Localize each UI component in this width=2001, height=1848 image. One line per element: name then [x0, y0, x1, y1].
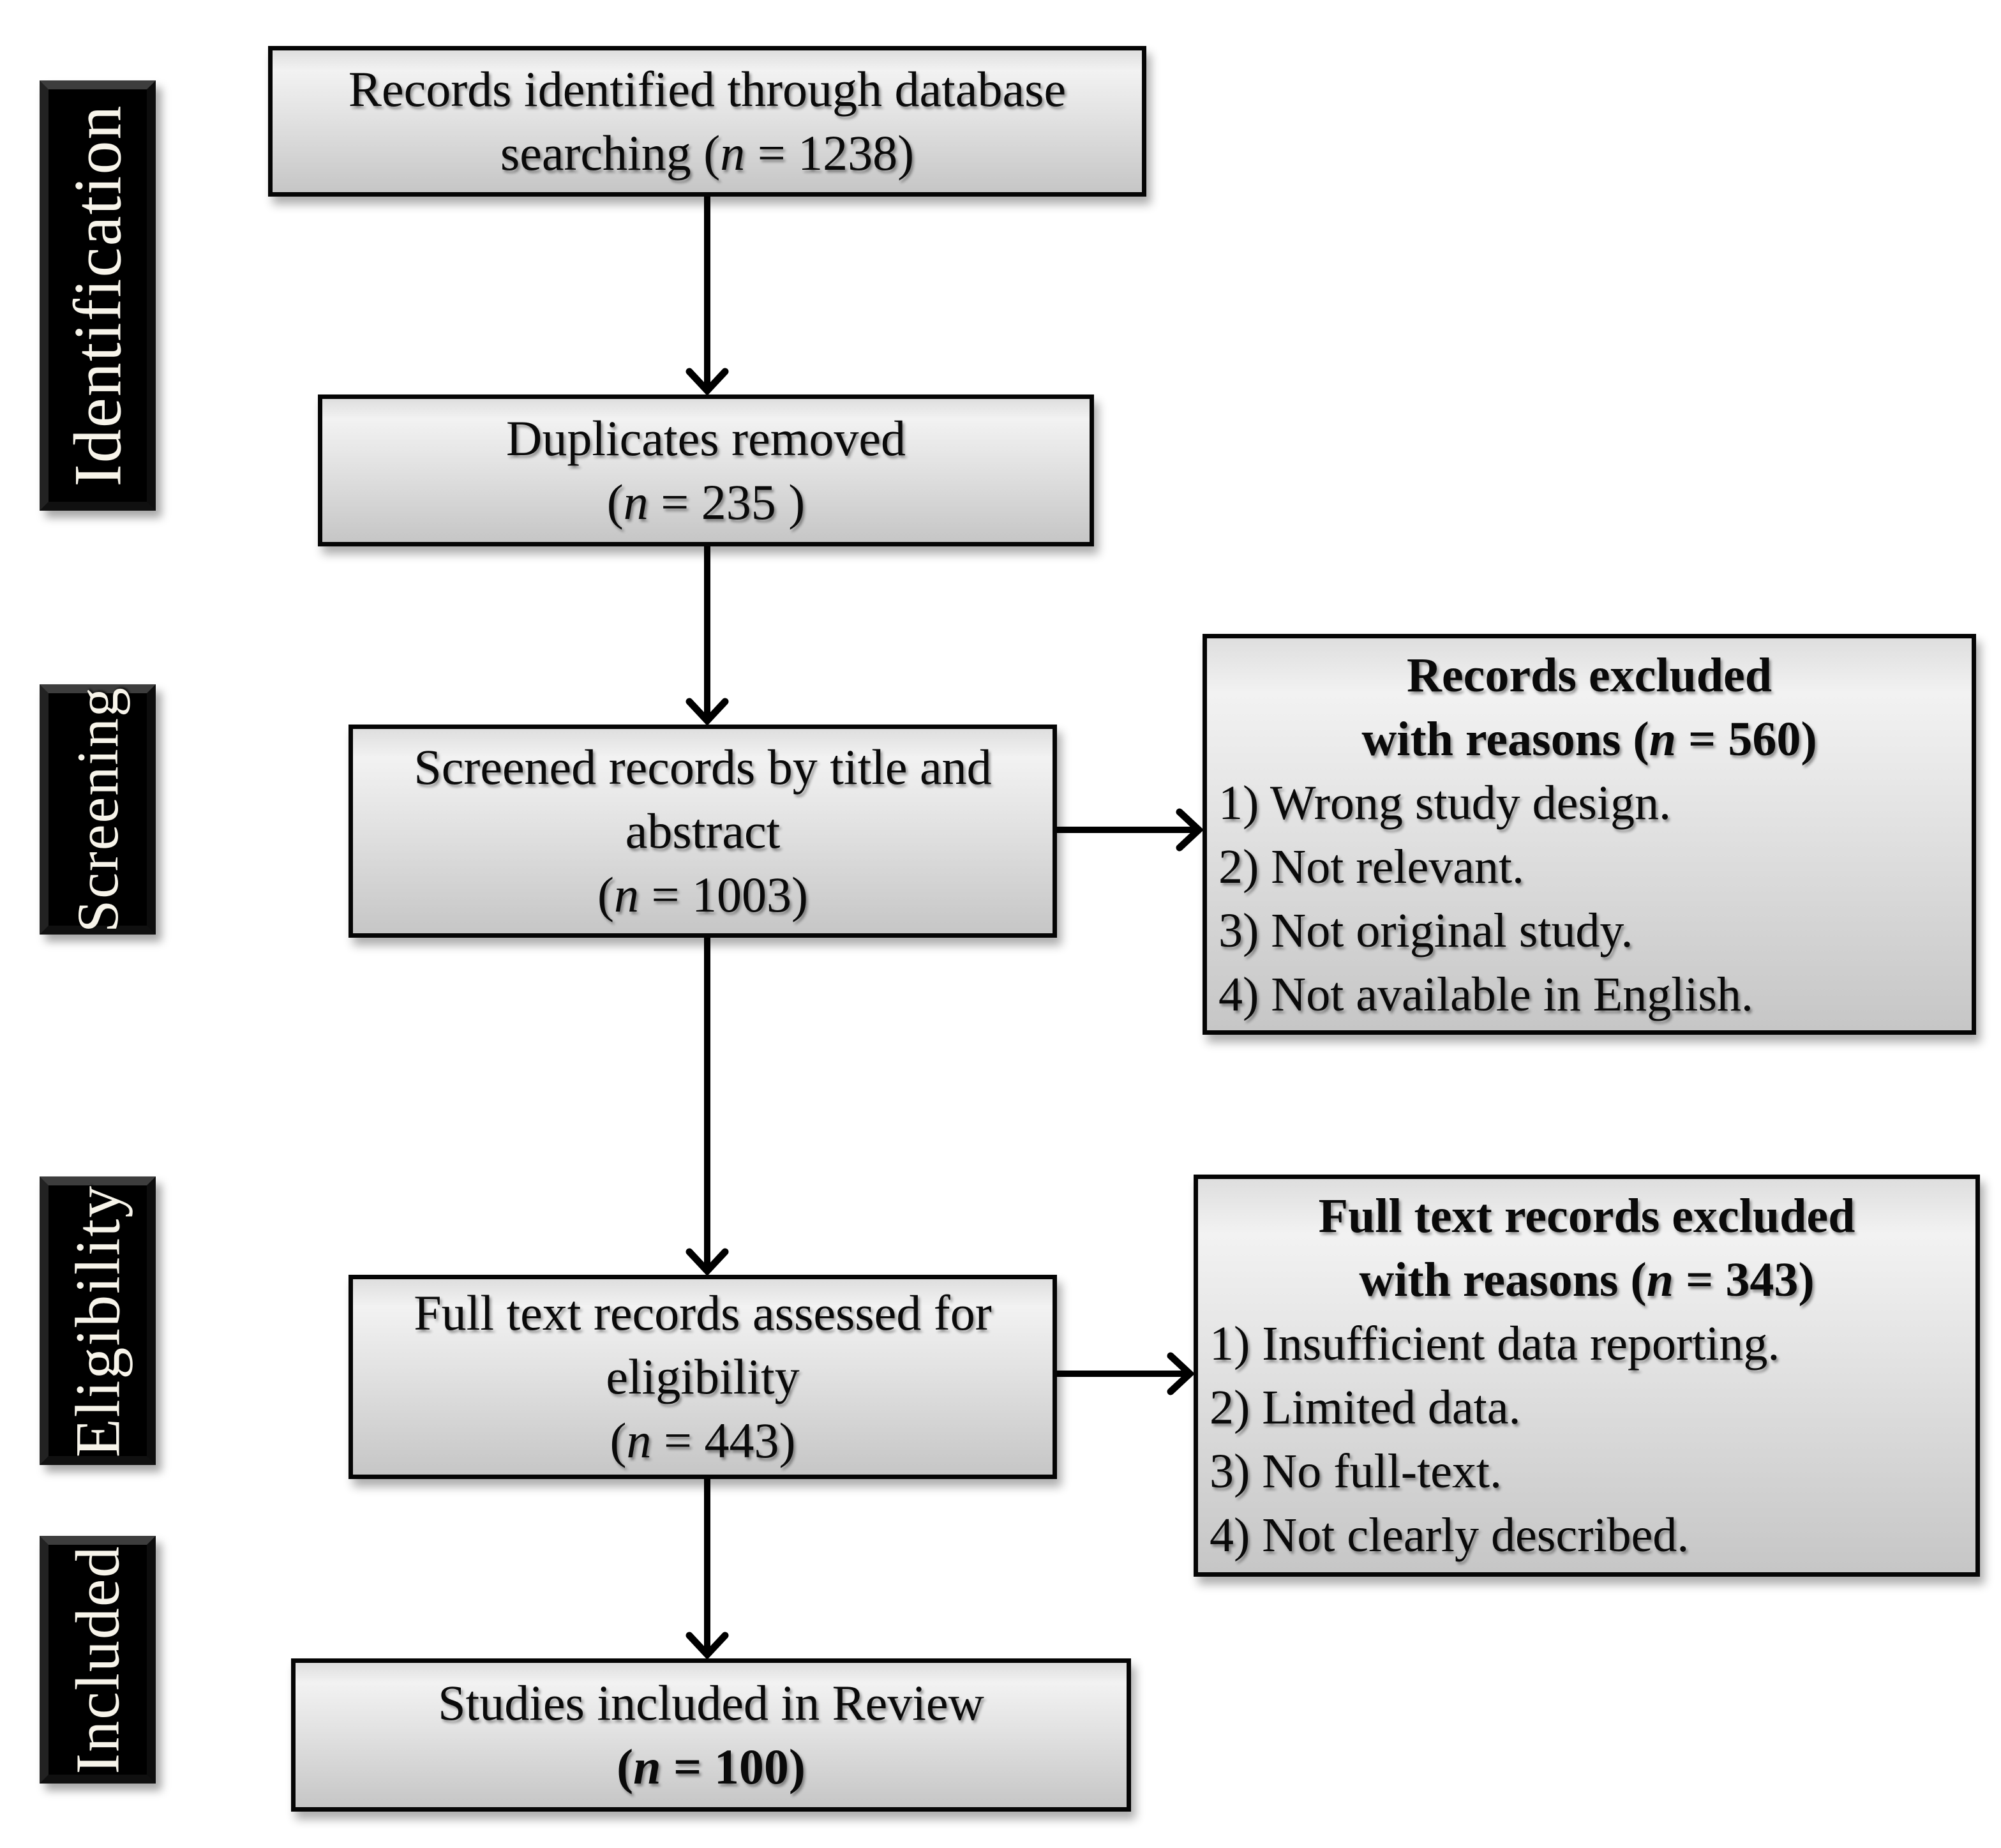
flow-box-text-line: Full text records assessed for — [414, 1281, 991, 1345]
text-segment: Full text records excluded — [1318, 1189, 1855, 1243]
flow-box-text-line: abstract — [626, 799, 781, 863]
text-segment: = 560) — [1676, 712, 1817, 766]
n-variable: n — [720, 125, 746, 181]
text-segment: eligibility — [606, 1349, 800, 1404]
flow-box-text-line: Records identified through database — [348, 57, 1066, 121]
exclusion-reason-list: 1) Wrong study design. 2) Not relevant. … — [1218, 771, 1960, 1026]
text-segment: = 343) — [1674, 1253, 1815, 1307]
text-segment: ( — [606, 474, 624, 530]
text-segment: with reasons ( — [1361, 712, 1649, 766]
exclusion-header-line: Full text records excluded — [1210, 1184, 1964, 1248]
exclusion-reason-item: 4) Not clearly described. — [1210, 1508, 1690, 1562]
n-variable: n — [626, 1413, 652, 1468]
text-segment: = 443) — [651, 1413, 796, 1468]
text-segment: Screened records by title and — [414, 739, 992, 795]
exclusion-box-header: Records excluded with reasons (n = 560) — [1218, 643, 1960, 771]
stage-label-screening: Screening — [40, 684, 156, 935]
flow-box-records-identified: Records identified through database sear… — [268, 46, 1146, 197]
text-segment: Studies included in Review — [438, 1675, 984, 1731]
stage-label-text: Eligibility — [62, 1184, 133, 1457]
exclusion-reason-item: 1) Wrong study design. — [1218, 776, 1672, 830]
flow-box-text-line: (n = 443) — [610, 1409, 796, 1473]
text-segment: Records identified through database — [348, 61, 1067, 117]
flow-box-text-line: searching (n = 1238) — [500, 121, 914, 185]
flow-box-text-line: (n = 1003) — [597, 863, 808, 927]
exclusion-box-records-excluded: Records excluded with reasons (n = 560) … — [1203, 634, 1976, 1035]
flow-box-text-line: (n = 235 ) — [607, 470, 805, 534]
exclusion-reason-item: 1) Insufficient data reporting. — [1210, 1317, 1780, 1371]
stage-label-included: Included — [40, 1536, 156, 1784]
exclusion-header-line: Records excluded — [1218, 643, 1960, 707]
text-segment: ( — [617, 1739, 634, 1794]
exclusion-reason-list: 1) Insufficient data reporting. 2) Limit… — [1210, 1312, 1964, 1567]
exclusion-reason-item: 2) Limited data. — [1210, 1381, 1521, 1434]
stage-label-text: Included — [63, 1545, 133, 1775]
exclusion-reason-item: 4) Not available in English. — [1218, 968, 1753, 1021]
flow-box-text-line: Studies included in Review — [438, 1671, 984, 1735]
stage-label-text: Screening — [65, 686, 130, 933]
flow-box-text-line: (n = 100) — [617, 1735, 806, 1799]
text-segment: ( — [597, 867, 614, 922]
text-segment: Records excluded — [1406, 649, 1772, 702]
exclusion-reason-item: 2) Not relevant. — [1218, 840, 1525, 894]
flow-box-screened-records: Screened records by title and abstract (… — [348, 725, 1057, 938]
exclusion-reason-item: 3) No full-text. — [1210, 1445, 1503, 1498]
flow-box-text-line: Screened records by title and — [414, 735, 991, 799]
text-segment: = 1003) — [639, 867, 808, 922]
exclusion-header-line: with reasons (n = 560) — [1218, 707, 1960, 771]
text-segment: abstract — [625, 803, 781, 859]
text-segment: Duplicates removed — [506, 410, 906, 466]
text-segment: = 235 ) — [648, 474, 806, 530]
stage-label-eligibility: Eligibility — [40, 1176, 156, 1465]
text-segment: = 100) — [661, 1739, 806, 1794]
text-segment: Full text records assessed for — [414, 1285, 992, 1341]
flow-box-studies-included: Studies included in Review (n = 100) — [291, 1658, 1131, 1812]
n-variable: n — [614, 867, 639, 922]
n-variable: n — [1646, 1253, 1674, 1307]
stage-label-identification: Identification — [40, 80, 156, 511]
flow-box-duplicates-removed: Duplicates removed (n = 235 ) — [318, 394, 1094, 546]
text-segment: searching ( — [500, 125, 721, 181]
text-segment: ( — [610, 1413, 627, 1468]
flow-box-fulltext-assessed: Full text records assessed for eligibili… — [348, 1275, 1057, 1479]
n-variable: n — [1649, 712, 1677, 766]
text-segment: = 1238) — [745, 125, 915, 181]
flow-box-text-line: eligibility — [606, 1345, 799, 1409]
flow-box-text-line: Duplicates removed — [506, 407, 906, 470]
exclusion-reason-item: 3) Not original study. — [1218, 904, 1633, 958]
n-variable: n — [623, 474, 648, 530]
text-segment: with reasons ( — [1359, 1253, 1647, 1307]
exclusion-box-header: Full text records excluded with reasons … — [1210, 1184, 1964, 1312]
n-variable: n — [633, 1739, 661, 1794]
stage-label-text: Identification — [60, 104, 135, 487]
exclusion-box-fulltext-excluded: Full text records excluded with reasons … — [1194, 1175, 1980, 1577]
exclusion-header-line: with reasons (n = 343) — [1210, 1248, 1964, 1312]
